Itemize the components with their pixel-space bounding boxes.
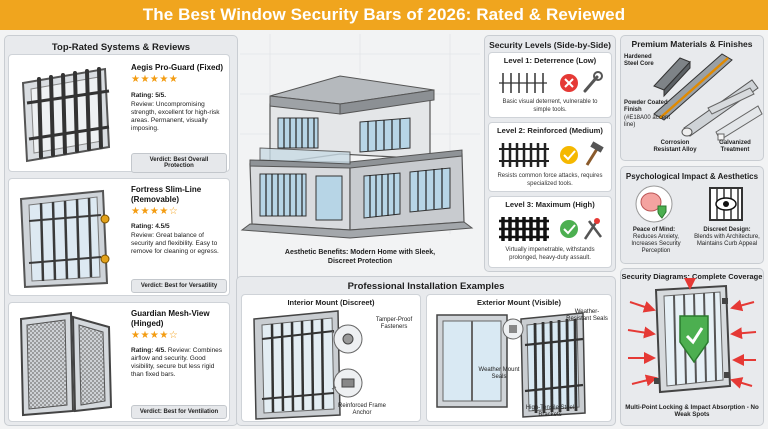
check-icon [560,220,578,238]
powder-coated-label: Powder Coated Finish [624,100,668,113]
reviews-title: Top-Rated Systems & Reviews [51,42,191,53]
verdict-badge: Verdict: Best Overall Protection [131,153,227,173]
peace-of-mind-title: Peace of Mind: [632,227,676,233]
cutter-icon [583,218,602,240]
galvanized-label: Galvanized Treatment [719,140,751,153]
title-banner: The Best Window Security Bars of 2026: R… [0,0,768,30]
review-name: Aegis Pro-Guard (Fixed) [131,63,224,72]
review-name: Fortress Slim-Line (Removable) [131,185,202,204]
discreet-design-text: Blends with Architecture, Maintains Curb… [694,234,760,247]
level-1-card: Level 1: Deterrence (Low) Basic visual d… [488,52,612,118]
level-2-bars [499,141,604,167]
discreet-design-title: Discreet Design: [703,227,751,233]
review-text: Review: Uncompromising strength, excelle… [131,101,220,132]
level-2-card: Level 2: Reinforced (Medium) Resists com… [488,122,612,192]
interior-mount-illustration [253,310,363,420]
coverage-diagram [627,278,757,394]
brain-shield-icon [635,185,673,223]
removable-bars-illustration [19,189,110,289]
level-desc: Resists common force attacks, requires s… [497,173,603,187]
level-3-card: Level 3: Maximum (High) Virtually impene… [488,196,612,268]
psych-title: Psychological Impact & Aesthetics [625,172,759,181]
level-desc: Virtually impenetrable, withstands prolo… [505,247,595,261]
review-name: Guardian Mesh-View (Hinged) [131,309,210,328]
weather-mount-seals-label: Weather Mount Seals [478,367,520,380]
verdict-badge: Verdict: Best for Versatility [131,279,227,293]
review-card-aegis: Aegis Pro-Guard (Fixed) ★★★★★ Rating: 5/… [8,54,230,173]
accent-line-label: (#E18A00 accent line) [624,115,671,128]
level-title: Level 1: Deterrence (Low) [503,56,597,65]
exterior-mount-card: Exterior Mount (Visible) Weather-Resista… [426,294,612,422]
diagram-caption: Multi-Point Locking & Impact Absorption … [625,404,759,418]
check-icon [560,146,578,164]
materials-title: Premium Materials & Finishes [631,39,753,49]
review-card-guardian: Guardian Mesh-View (Hinged) ★★★★☆ Rating… [8,302,230,422]
fixed-bars-illustration [21,67,111,163]
weather-resistant-seals-label: Weather-Resistant Seals [566,309,608,322]
house-illustration [240,34,480,239]
tamper-proof-fasteners-label: Tamper-Proof Fasteners [375,317,413,330]
review-rating: Rating: 4/5. [131,347,167,354]
home-illustration-area: Aesthetic Benefits: Modern Home with Sle… [240,34,480,274]
x-icon [560,74,578,92]
level-desc: Basic visual deterrent, vulnerable to si… [502,99,598,113]
level-3-bars [499,217,602,241]
review-text: Review: Great balance of security and fl… [131,232,219,255]
steel-brackets-label: High-Tensile Steel Brackets [525,405,575,418]
review-rating: Rating: 4.5/5 [131,223,170,230]
installation-title: Professional Installation Examples [347,281,505,292]
verdict-badge: Verdict: Best for Ventilation [131,405,227,419]
corrosion-alloy-label: Corrosion Resistant Alloy [653,140,697,153]
peace-of-mind-text: Reduces Anxiety, Increases Security Perc… [631,234,681,254]
hinged-mesh-illustration [19,311,113,417]
exterior-mount-title: Exterior Mount (Visible) [476,298,562,307]
security-levels-title: Security Levels (Side-by-Side) [489,40,611,50]
materials-illustration [653,53,763,141]
level-title: Level 2: Reinforced (Medium) [497,126,603,135]
review-rating: Rating: 5/5. [131,92,167,99]
review-text: Rating: 4/5. Review: Combines airflow an… [131,347,227,379]
star-rating: ★★★★★ [131,74,179,85]
home-caption: Aesthetic Benefits: Modern Home with Sle… [284,249,436,265]
steel-core-label: Hardened Steel Core [624,54,654,67]
hammer-icon [585,141,604,166]
page-title: The Best Window Security Bars of 2026: R… [142,5,626,24]
star-rating: ★★★★☆ [131,206,179,217]
window-eye-icon [709,187,743,221]
interior-mount-title: Interior Mount (Discreet) [287,298,375,307]
star-rating: ★★★★☆ [131,330,179,341]
review-body: Review: Combines airflow and security. G… [131,347,223,378]
diagram-title: Security Diagrams: Complete Coverage [621,272,763,281]
review-card-fortress: Fortress Slim-Line (Removable) ★★★★☆ Rat… [8,178,230,296]
level-title: Level 3: Maximum (High) [505,200,595,209]
interior-mount-card: Interior Mount (Discreet) Tamper-Proof F… [241,294,421,422]
wrench-icon [583,71,603,93]
frame-anchor-label: Reinforced Frame Anchor [337,403,387,416]
exterior-mount-illustration [436,312,586,418]
level-1-bars [499,71,603,93]
